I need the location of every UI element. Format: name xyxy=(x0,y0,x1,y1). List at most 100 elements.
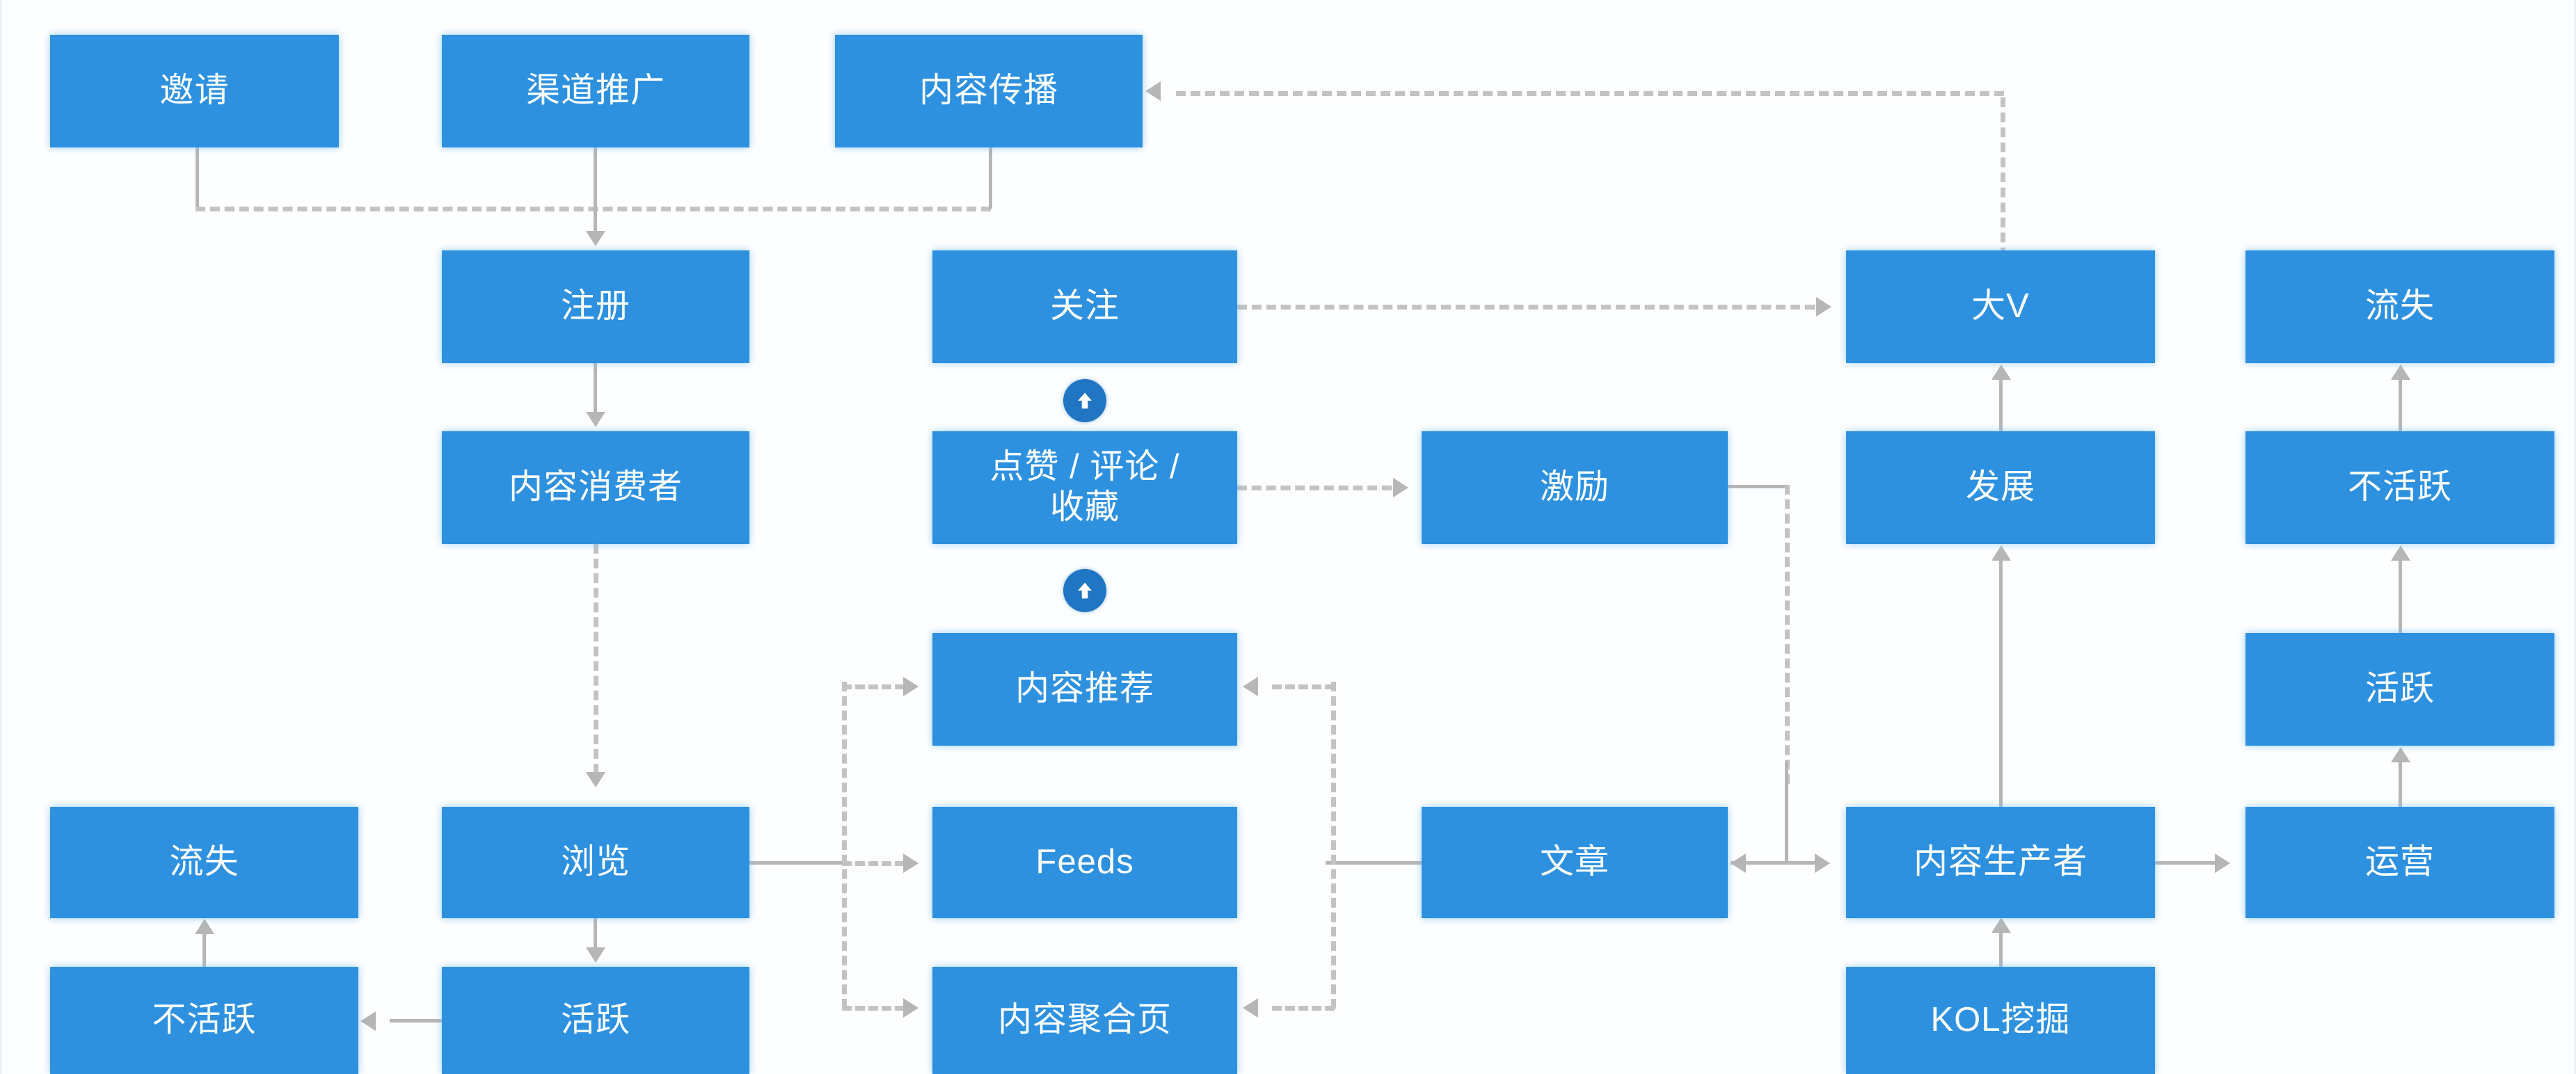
arrowhead-producer-up xyxy=(1991,917,2011,933)
arrowhead-active-left-in xyxy=(586,947,605,963)
edge-consumer-to-browse xyxy=(594,544,598,774)
arrowhead-active-right-up xyxy=(2391,747,2410,762)
edge-invite-to-register-bus xyxy=(196,207,991,211)
node-label: 运营 xyxy=(2364,843,2435,881)
arrowhead-aggregate-in-right xyxy=(1243,998,1258,1018)
node-churn-top-right[interactable]: 流失 xyxy=(2245,250,2554,363)
node-active-left[interactable]: 活跃 xyxy=(442,967,749,1074)
page-edge-left xyxy=(0,0,2,1074)
node-label: 浏览 xyxy=(560,843,630,881)
node-content-consumer[interactable]: 内容消费者 xyxy=(442,431,749,544)
node-label: Feeds xyxy=(1035,843,1134,881)
arrowhead-recommend-in-left xyxy=(903,677,919,696)
node-label: 内容生产者 xyxy=(1913,843,2088,881)
arrowhead-operation-in xyxy=(2215,853,2230,873)
node-inactive-left[interactable]: 不活跃 xyxy=(50,967,358,1074)
node-article[interactable]: 文章 xyxy=(1422,807,1728,918)
edge-browse-to-active xyxy=(594,918,597,949)
node-like-comment-favorite[interactable]: 点赞 / 评论 / 收藏 xyxy=(932,431,1237,544)
arrowhead-inactive-left-in xyxy=(360,1011,376,1031)
node-churn-left[interactable]: 流失 xyxy=(50,807,358,918)
edge-engage-to-incentive xyxy=(1237,486,1392,490)
edge-channel-to-register xyxy=(594,147,597,232)
node-label: 不活跃 xyxy=(152,1001,257,1039)
edge-producer-to-grow xyxy=(1999,560,2003,809)
node-label: KOL挖掘 xyxy=(1930,1001,2071,1039)
edge-right-bus-to-aggregate xyxy=(1272,1006,1335,1011)
node-inactive-top-right[interactable]: 不活跃 xyxy=(2245,431,2554,544)
arrowhead-bigv-in xyxy=(1816,297,1831,316)
node-active-right[interactable]: 活跃 xyxy=(2245,633,2554,746)
node-browse[interactable]: 浏览 xyxy=(442,807,749,918)
node-label: 内容聚合页 xyxy=(997,1001,1172,1039)
edge-article-producer xyxy=(1731,861,1814,865)
node-label: 活跃 xyxy=(2364,670,2435,708)
node-feeds[interactable]: Feeds xyxy=(932,807,1237,918)
node-label: 流失 xyxy=(169,843,239,881)
arrowhead-aggregate-in-left xyxy=(903,998,919,1018)
node-register[interactable]: 注册 xyxy=(442,250,749,363)
edge-bus-to-recommend xyxy=(842,684,905,689)
edge-grow-to-bigv xyxy=(1999,379,2003,447)
node-big-v[interactable]: 大V xyxy=(1846,250,2155,363)
node-label: 激励 xyxy=(1539,468,1609,506)
arrowhead-churn-top-up xyxy=(2391,364,2410,380)
edge-browse-bus-vertical xyxy=(842,682,847,1009)
node-invite[interactable]: 邀请 xyxy=(50,35,339,147)
node-operation[interactable]: 运营 xyxy=(2245,807,2554,918)
node-label: 内容传播 xyxy=(919,72,1058,110)
node-content-recommendation[interactable]: 内容推荐 xyxy=(932,633,1237,746)
node-content-spread[interactable]: 内容传播 xyxy=(835,35,1143,147)
node-label: 大V xyxy=(1971,287,2030,326)
arrowhead-churn-left-up xyxy=(195,919,214,934)
node-content-aggregation-page[interactable]: 内容聚合页 xyxy=(932,967,1237,1074)
edge-incentive-exit xyxy=(1728,485,1787,488)
edge-bus-to-aggregate xyxy=(842,1006,905,1011)
circle-arrow-up-icon xyxy=(1063,569,1106,612)
node-label: 关注 xyxy=(1049,287,1120,326)
edge-register-to-consumer xyxy=(594,363,597,413)
edge-browse-exit xyxy=(749,861,843,865)
edge-inactive-to-churn-top xyxy=(2399,379,2402,447)
arrowhead-article-in xyxy=(1731,853,1746,873)
edge-producer-to-spread-riser xyxy=(2001,97,2005,257)
node-label: 渠道推广 xyxy=(525,72,665,110)
node-content-producer[interactable]: 内容生产者 xyxy=(1846,807,2155,918)
node-label: 注册 xyxy=(560,287,630,326)
node-label: 流失 xyxy=(2364,287,2435,326)
node-label: 发展 xyxy=(1965,468,2035,506)
node-growth[interactable]: 发展 xyxy=(1846,431,2155,544)
arrowhead-grow-up xyxy=(1991,545,2011,561)
node-kol-discovery[interactable]: KOL挖掘 xyxy=(1846,967,2155,1074)
edge-active-to-inactive-right xyxy=(2399,560,2402,647)
node-follow[interactable]: 关注 xyxy=(932,250,1237,363)
arrowhead-browse-in xyxy=(586,772,605,787)
node-label: 内容推荐 xyxy=(1015,670,1154,708)
edge-bus-to-feeds xyxy=(842,861,905,866)
arrowhead-consumer-in xyxy=(586,412,605,427)
edge-right-bus-vertical xyxy=(1331,682,1336,1009)
edge-article-producer-tick xyxy=(1785,762,1788,863)
edge-follow-to-bigv xyxy=(1237,305,1815,310)
arrowhead-recommend-in-right xyxy=(1243,677,1258,696)
edge-kol-to-producer xyxy=(1999,932,2003,981)
node-label: 内容消费者 xyxy=(508,468,683,506)
arrowhead-spread-in xyxy=(1145,81,1161,101)
arrowhead-incentive-in xyxy=(1393,478,1408,497)
node-incentive[interactable]: 激励 xyxy=(1422,431,1728,544)
arrowhead-producer-in-left xyxy=(1815,853,1830,873)
edge-producer-to-spread-run xyxy=(1176,91,2004,96)
edge-active-to-inactive-left xyxy=(390,1019,445,1023)
edge-feeds-to-article xyxy=(1326,861,1423,865)
node-channel-promotion[interactable]: 渠道推广 xyxy=(442,35,749,147)
edge-inactive-to-churn-left xyxy=(202,933,206,982)
page-edge-right xyxy=(2574,0,2576,1074)
edge-spread-stub xyxy=(989,147,992,209)
arrowhead-feeds-in-left xyxy=(903,853,919,873)
edge-operation-to-active xyxy=(2399,762,2402,824)
arrowhead-inactive-top-up xyxy=(2391,545,2410,561)
node-label: 邀请 xyxy=(159,72,230,110)
node-label: 点赞 / 评论 / 收藏 xyxy=(989,448,1180,526)
edge-incentive-to-producer xyxy=(1785,485,1790,784)
